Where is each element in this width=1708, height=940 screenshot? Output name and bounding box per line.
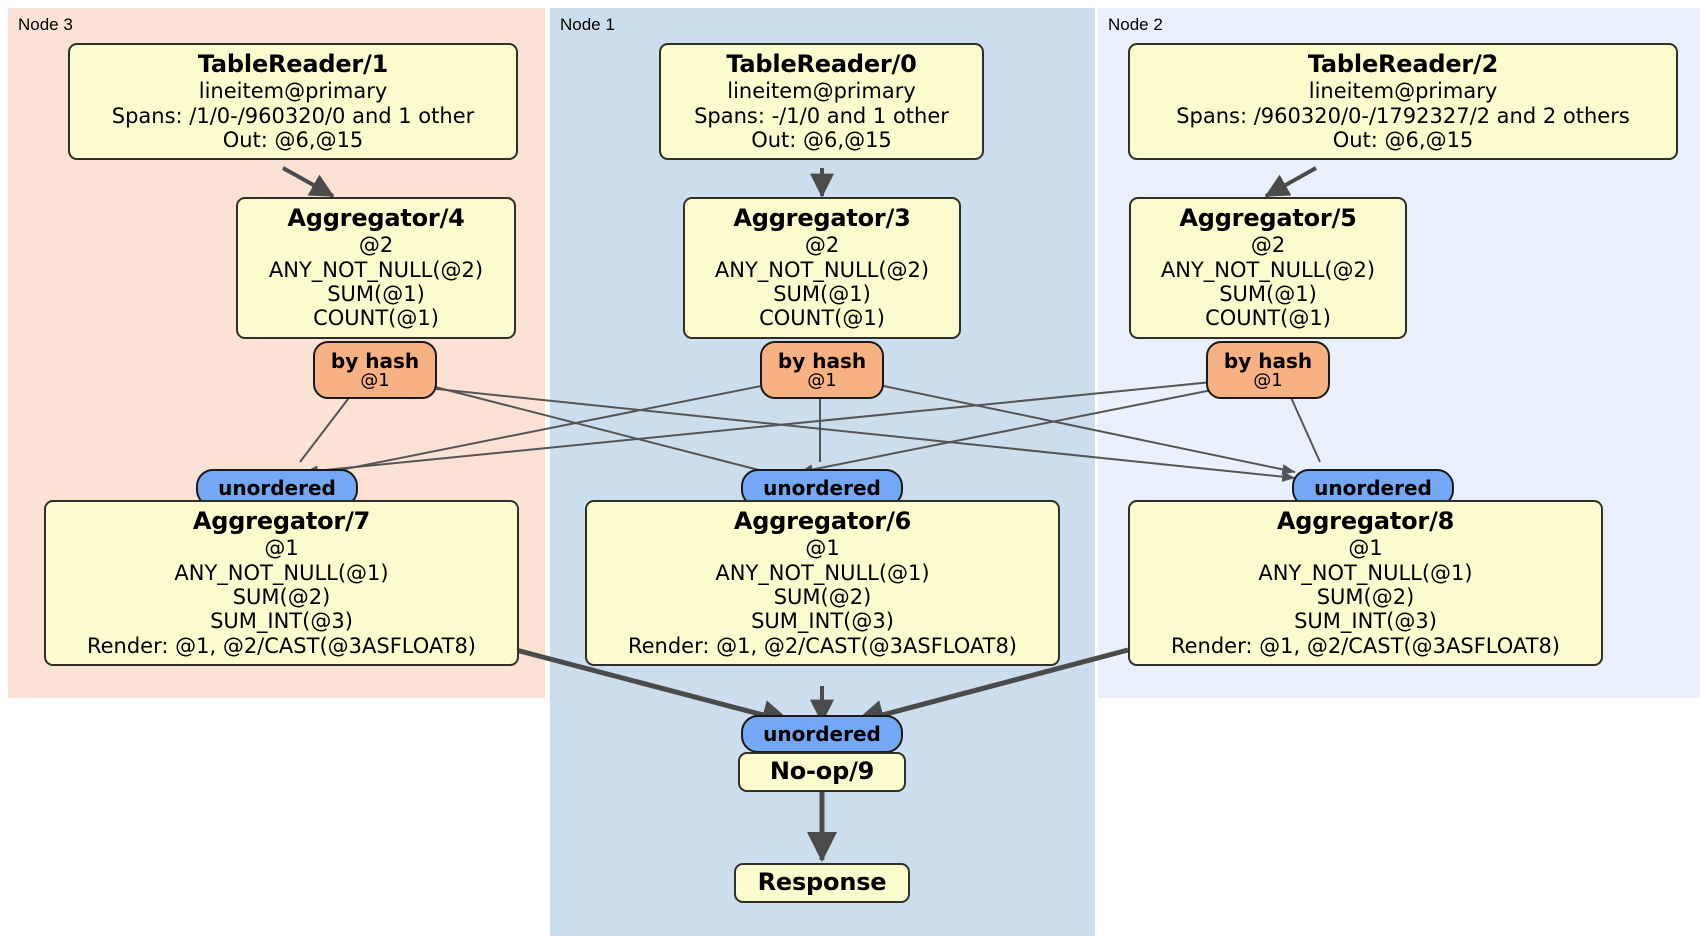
proc-box-aggregator-6[interactable]: Aggregator/6 @1 ANY_NOT_NULL(@1) SUM(@2)…	[585, 500, 1060, 667]
proc-line: SUM(@2)	[1316, 584, 1415, 609]
proc-box-table-reader-0[interactable]: TableReader/0 lineitem@primary Spans: -/…	[659, 43, 984, 161]
proc-line: COUNT(@1)	[1205, 306, 1331, 331]
proc-title: Aggregator/8	[1276, 507, 1455, 535]
proc-line: lineitem@primary	[198, 79, 388, 104]
proc-box-aggregator-4[interactable]: Aggregator/4 @2 ANY_NOT_NULL(@2) SUM(@1)…	[236, 197, 516, 339]
proc-line: ANY_NOT_NULL(@1)	[715, 560, 930, 585]
proc-title: Aggregator/4	[287, 204, 465, 232]
proc-box-table-reader-2[interactable]: TableReader/2 lineitem@primary Spans: /9…	[1128, 43, 1678, 161]
proc-line: @1	[264, 536, 299, 561]
proc-title: Aggregator/5	[1179, 204, 1357, 232]
badge-label: by hash	[777, 348, 867, 373]
proc-line: SUM_INT(@3)	[751, 609, 894, 634]
proc-line: @1	[1348, 536, 1383, 561]
badge-label: unordered	[1314, 476, 1432, 500]
proc-line: COUNT(@1)	[313, 306, 439, 331]
badge-unordered-final[interactable]: unordered	[741, 715, 903, 753]
proc-title: TableReader/0	[726, 50, 917, 78]
proc-line: SUM(@1)	[327, 281, 425, 306]
proc-line: Render: @1, @2/CAST(@3ASFLOAT8)	[1170, 633, 1561, 658]
badge-by-hash-left[interactable]: by hash @1	[313, 341, 437, 399]
proc-line: SUM_INT(@3)	[210, 609, 353, 634]
proc-line: lineitem@primary	[727, 79, 916, 104]
proc-title: TableReader/1	[197, 50, 389, 78]
proc-line: @2	[804, 233, 840, 258]
badge-label: by hash	[330, 348, 420, 373]
proc-line: @2	[1250, 233, 1286, 258]
proc-title: Aggregator/3	[733, 204, 911, 232]
proc-line: Render: @1, @2/CAST(@3ASFLOAT8)	[86, 633, 477, 658]
proc-box-aggregator-5[interactable]: Aggregator/5 @2 ANY_NOT_NULL(@2) SUM(@1)…	[1129, 197, 1407, 339]
proc-title: Aggregator/6	[733, 507, 912, 535]
proc-title: Aggregator/7	[192, 507, 371, 535]
proc-line: Render: @1, @2/CAST(@3ASFLOAT8)	[627, 633, 1018, 658]
proc-line: Out: @6,@15	[1332, 127, 1474, 152]
proc-box-no-op-9[interactable]: No-op/9	[738, 752, 906, 793]
badge-sublabel: @1	[807, 369, 837, 391]
proc-line: SUM(@2)	[773, 584, 872, 609]
proc-line: SUM_INT(@3)	[1294, 609, 1437, 634]
proc-line: SUM(@1)	[773, 281, 871, 306]
proc-line: @2	[358, 233, 394, 258]
proc-box-response[interactable]: Response	[734, 863, 910, 904]
proc-line: Spans: /1/0-/960320/0 and 1 other	[111, 103, 475, 128]
badge-label: unordered	[763, 476, 881, 500]
node-panel-label-node3: Node 3	[18, 15, 73, 34]
proc-line: lineitem@primary	[1308, 79, 1498, 104]
proc-box-aggregator-8[interactable]: Aggregator/8 @1 ANY_NOT_NULL(@1) SUM(@2)…	[1128, 500, 1603, 667]
badge-by-hash-right[interactable]: by hash @1	[1206, 341, 1330, 399]
proc-line: ANY_NOT_NULL(@1)	[174, 560, 389, 585]
node-panel-label-node2: Node 2	[1108, 15, 1163, 34]
proc-line: @1	[805, 536, 840, 561]
badge-sublabel: @1	[360, 369, 390, 391]
badge-label: by hash	[1223, 348, 1313, 373]
badge-sublabel: @1	[1253, 369, 1283, 391]
node-panel-label-node1: Node 1	[560, 15, 615, 34]
proc-line: ANY_NOT_NULL(@2)	[268, 257, 484, 282]
proc-line: Spans: /960320/0-/1792327/2 and 2 others	[1176, 103, 1630, 128]
proc-line: SUM(@2)	[232, 584, 331, 609]
proc-line: Out: @6,@15	[222, 127, 364, 152]
proc-title: Response	[757, 868, 887, 896]
badge-label: unordered	[763, 722, 881, 746]
proc-line: ANY_NOT_NULL(@2)	[714, 257, 930, 282]
proc-title: No-op/9	[769, 757, 875, 785]
proc-line: Spans: -/1/0 and 1 other	[694, 103, 949, 128]
proc-line: SUM(@1)	[1219, 281, 1317, 306]
proc-box-aggregator-7[interactable]: Aggregator/7 @1 ANY_NOT_NULL(@1) SUM(@2)…	[44, 500, 519, 667]
proc-title: TableReader/2	[1307, 50, 1499, 78]
proc-line: ANY_NOT_NULL(@2)	[1160, 257, 1376, 282]
proc-box-table-reader-1[interactable]: TableReader/1 lineitem@primary Spans: /1…	[68, 43, 518, 161]
proc-box-aggregator-3[interactable]: Aggregator/3 @2 ANY_NOT_NULL(@2) SUM(@1)…	[683, 197, 961, 339]
badge-by-hash-center[interactable]: by hash @1	[760, 341, 884, 399]
proc-line: COUNT(@1)	[759, 306, 885, 331]
badge-label: unordered	[218, 476, 336, 500]
proc-line: Out: @6,@15	[751, 127, 892, 152]
proc-line: ANY_NOT_NULL(@1)	[1258, 560, 1473, 585]
